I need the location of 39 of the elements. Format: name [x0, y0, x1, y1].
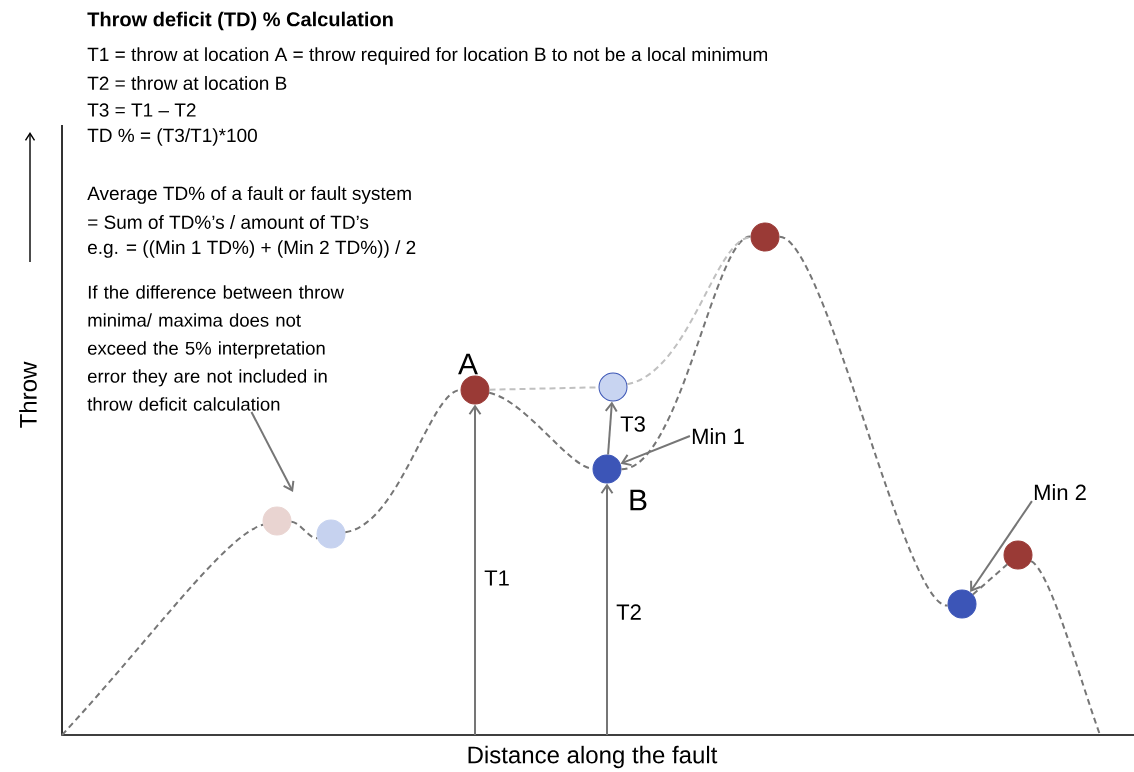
arrow [468, 404, 482, 736]
curve-segment [620, 235, 752, 471]
formula-text: = Sum of TD%’s / amount of TD’s [88, 215, 369, 229]
curve-segment [290, 520, 319, 540]
data-point [460, 375, 490, 405]
formula-text: e.g. = ((Min 1 TD%) + (Min 2 TD%)) / 2 [88, 240, 416, 258]
curve-segment [626, 236, 752, 386]
title: Throw deficit (TD) % Calculation [87, 11, 393, 31]
edge-label: T1 [483, 569, 511, 587]
callout-text: Min 2 [1034, 484, 1086, 500]
note-text: If the difference between throw minima/ maxima does not exceed the 5% interpretation error they are not included in throw deficit calculation [87, 285, 344, 411]
arrow [250, 411, 295, 492]
callout-text: Min 1 [692, 428, 744, 444]
data-point [262, 506, 292, 536]
arrow [620, 435, 691, 467]
formula-text: TD % = (T3/T1)*100 [87, 128, 257, 146]
point-label: A [458, 353, 478, 375]
data-point [1003, 540, 1033, 570]
formula-text: T3 = T1 – T2 [87, 103, 196, 117]
data-point [598, 372, 628, 402]
edge-label: T3 [619, 415, 647, 433]
arrow [604, 401, 618, 456]
data-point [947, 589, 977, 619]
edge-label: T2 [615, 603, 643, 621]
axis-label: Distance along the fault [468, 745, 718, 769]
arrow [600, 483, 614, 736]
formula-text: T2 = throw at location B [87, 76, 287, 90]
curve-segment [778, 235, 949, 607]
point-label: B [630, 489, 647, 511]
curve-segment [1030, 560, 1101, 736]
axis-label: Throw [19, 361, 37, 428]
data-point [750, 222, 780, 252]
curve-segment [61, 523, 264, 736]
data-point [316, 519, 346, 549]
data-point [592, 454, 622, 484]
formula-text: Average TD% of a fault or fault system [87, 186, 411, 204]
arrow [970, 500, 1033, 593]
formula-text: T1 = throw at location A = throw required for location B to not be a local minimum [87, 47, 767, 65]
curve-segment [971, 563, 1009, 596]
